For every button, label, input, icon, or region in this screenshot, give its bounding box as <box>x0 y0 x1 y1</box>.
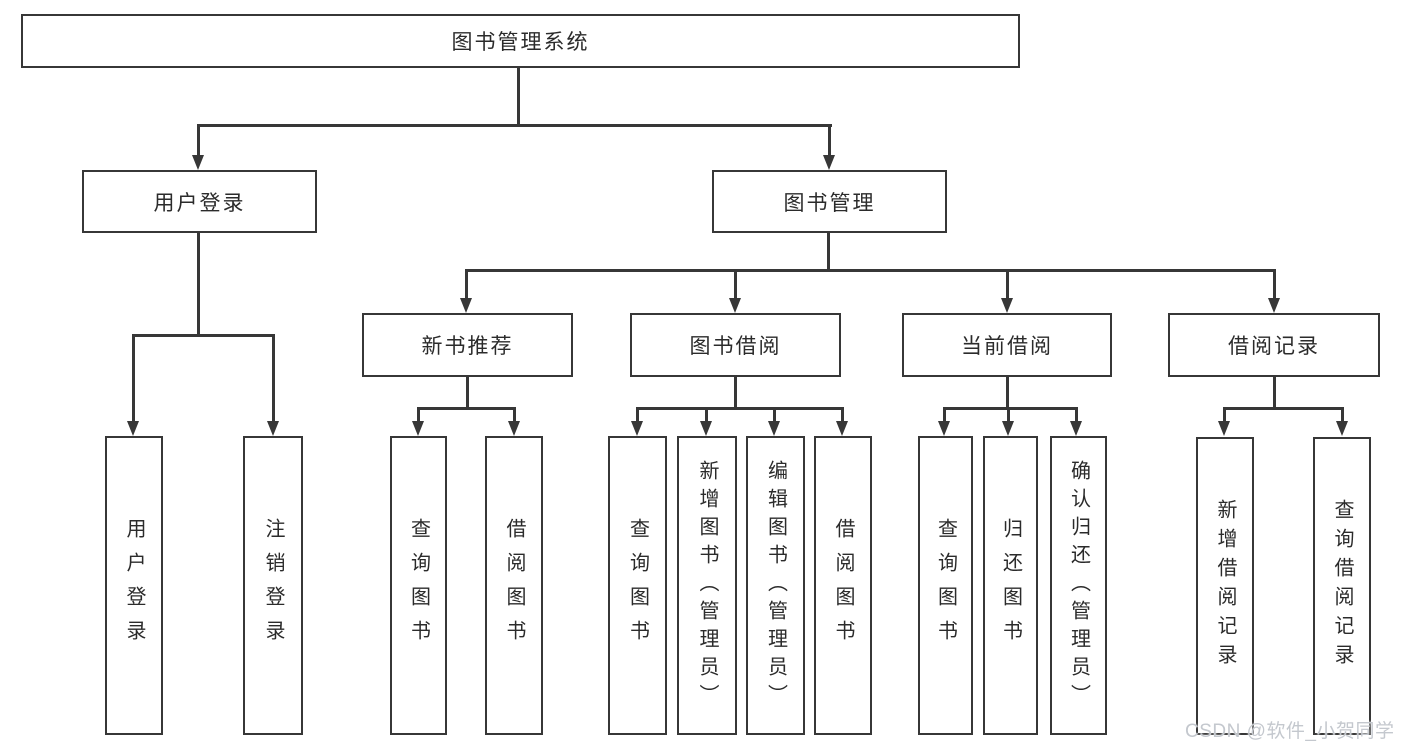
node-label: 图书借阅 <box>689 335 782 358</box>
connector-drop-new-books <box>465 268 468 300</box>
connector-user-login-rail <box>132 333 275 337</box>
arrowhead-user-login <box>192 155 204 170</box>
connector-drop-borrow-records <box>1272 268 1276 300</box>
arrowhead-bb-add <box>700 421 712 436</box>
leaf-new-books-query-books: 查询图书 <box>390 436 447 735</box>
connector-drop-bb-query <box>635 406 639 423</box>
leaf-label: 查询借阅记录 <box>1331 499 1353 673</box>
connector-drop-cb-query <box>943 406 946 423</box>
connector-drop-cb-return <box>1007 406 1010 423</box>
arrowhead-book-borrow <box>729 298 741 313</box>
node-borrowing-records: 借阅记录 <box>1168 313 1380 377</box>
node-book-borrowing: 图书借阅 <box>630 313 841 377</box>
connector-borrow-records-rail <box>1223 406 1344 410</box>
connector-drop-leaf-logout <box>272 333 275 422</box>
node-library-management-system: 图书管理系统 <box>21 14 1020 68</box>
leaf-logout: 注销登录 <box>243 436 303 735</box>
connector-drop-current-borrow <box>1005 268 1009 300</box>
arrowhead-borrow-records <box>1267 298 1280 313</box>
connector-root-stem <box>517 68 520 125</box>
node-label: 当前借阅 <box>961 335 1053 358</box>
connector-book-borrow-stem <box>734 377 737 408</box>
connector-drop-br-query <box>1341 406 1344 423</box>
leaf-label: 新增图书（管理员） <box>696 459 718 712</box>
leaf-current-return-books: 归还图书 <box>983 436 1038 735</box>
connector-drop-user-login <box>197 123 200 157</box>
connector-new-books-rail <box>417 406 516 410</box>
leaf-label: 编辑图书（管理员） <box>764 459 787 712</box>
connector-drop-book-borrow <box>734 268 737 300</box>
arrowhead-new-books <box>460 298 472 313</box>
connector-drop-bb-add <box>705 406 708 423</box>
node-label: 图书管理系统 <box>451 31 590 54</box>
connector-drop-nb-borrow <box>512 406 516 423</box>
arrowhead-book-management <box>823 155 835 170</box>
node-label: 新书推荐 <box>421 335 514 358</box>
arrowhead-br-query <box>1336 421 1348 436</box>
connector-drop-br-add <box>1223 406 1226 423</box>
connector-drop-nb-query <box>417 406 420 423</box>
leaf-borrow-edit-books-admin: 编辑图书（管理员） <box>746 436 805 735</box>
leaf-user-login: 用户登录 <box>105 436 163 735</box>
watermark-csdn: CSDN @软件_小贺同学 <box>1185 721 1395 742</box>
connector-book-borrow-rail <box>635 406 844 410</box>
leaf-borrow-query-books: 查询图书 <box>608 436 667 735</box>
node-new-book-recommend: 新书推荐 <box>362 313 573 377</box>
leaf-new-books-borrow-books: 借阅图书 <box>485 436 543 735</box>
node-book-management: 图书管理 <box>712 170 947 233</box>
connector-current-borrow-stem <box>1005 377 1009 408</box>
connector-borrow-records-stem <box>1272 377 1276 408</box>
leaf-label: 用户登录 <box>123 517 145 654</box>
leaf-label: 新增借阅记录 <box>1214 499 1236 673</box>
connector-drop-bb-edit <box>773 406 776 423</box>
leaf-label: 归还图书 <box>999 517 1022 654</box>
arrowhead-leaf-user-login <box>127 421 139 436</box>
connector-current-borrow-rail <box>943 406 1078 410</box>
connector-book-management-stem <box>827 233 830 270</box>
leaf-label: 借阅图书 <box>503 517 525 654</box>
leaf-records-add-record: 新增借阅记录 <box>1196 437 1254 735</box>
arrowhead-cb-return <box>1002 421 1014 436</box>
node-label: 借阅记录 <box>1228 335 1320 358</box>
leaf-label: 查询图书 <box>934 517 957 654</box>
connector-drop-leaf-user-login <box>132 333 135 422</box>
leaf-records-query-record: 查询借阅记录 <box>1313 437 1371 735</box>
node-label: 图书管理 <box>783 191 876 215</box>
leaf-label: 借阅图书 <box>832 517 854 654</box>
arrowhead-cb-confirm <box>1070 421 1082 436</box>
leaf-label: 注销登录 <box>262 517 284 654</box>
arrowhead-nb-borrow <box>507 421 520 436</box>
leaf-borrow-add-books-admin: 新增图书（管理员） <box>677 436 737 735</box>
connector-user-login-stem <box>197 233 200 335</box>
leaf-label: 确认归还（管理员） <box>1067 459 1090 712</box>
leaf-label: 查询图书 <box>626 517 649 654</box>
arrowhead-bb-query <box>630 421 643 436</box>
leaf-current-confirm-return-admin: 确认归还（管理员） <box>1050 436 1107 735</box>
arrowhead-leaf-logout <box>267 421 279 436</box>
connector-drop-cb-confirm <box>1075 406 1078 423</box>
leaf-label: 查询图书 <box>407 517 430 654</box>
arrowhead-bb-borrow <box>836 421 848 436</box>
node-user-login: 用户登录 <box>82 170 317 233</box>
connector-level2-rail <box>197 123 832 127</box>
leaf-current-query-books: 查询图书 <box>918 436 973 735</box>
connector-drop-book-management <box>828 123 831 157</box>
connector-new-books-stem <box>466 377 469 408</box>
arrowhead-current-borrow <box>1000 298 1013 313</box>
node-label: 用户登录 <box>153 191 246 215</box>
connector-level3-rail <box>465 268 1276 272</box>
arrowhead-nb-query <box>412 421 424 436</box>
connector-drop-bb-borrow <box>841 406 844 423</box>
arrowhead-cb-query <box>938 421 950 436</box>
leaf-borrow-borrow-books: 借阅图书 <box>814 436 872 735</box>
arrowhead-bb-edit <box>768 421 780 436</box>
arrowhead-br-add <box>1218 421 1230 436</box>
node-current-borrowing: 当前借阅 <box>902 313 1112 377</box>
